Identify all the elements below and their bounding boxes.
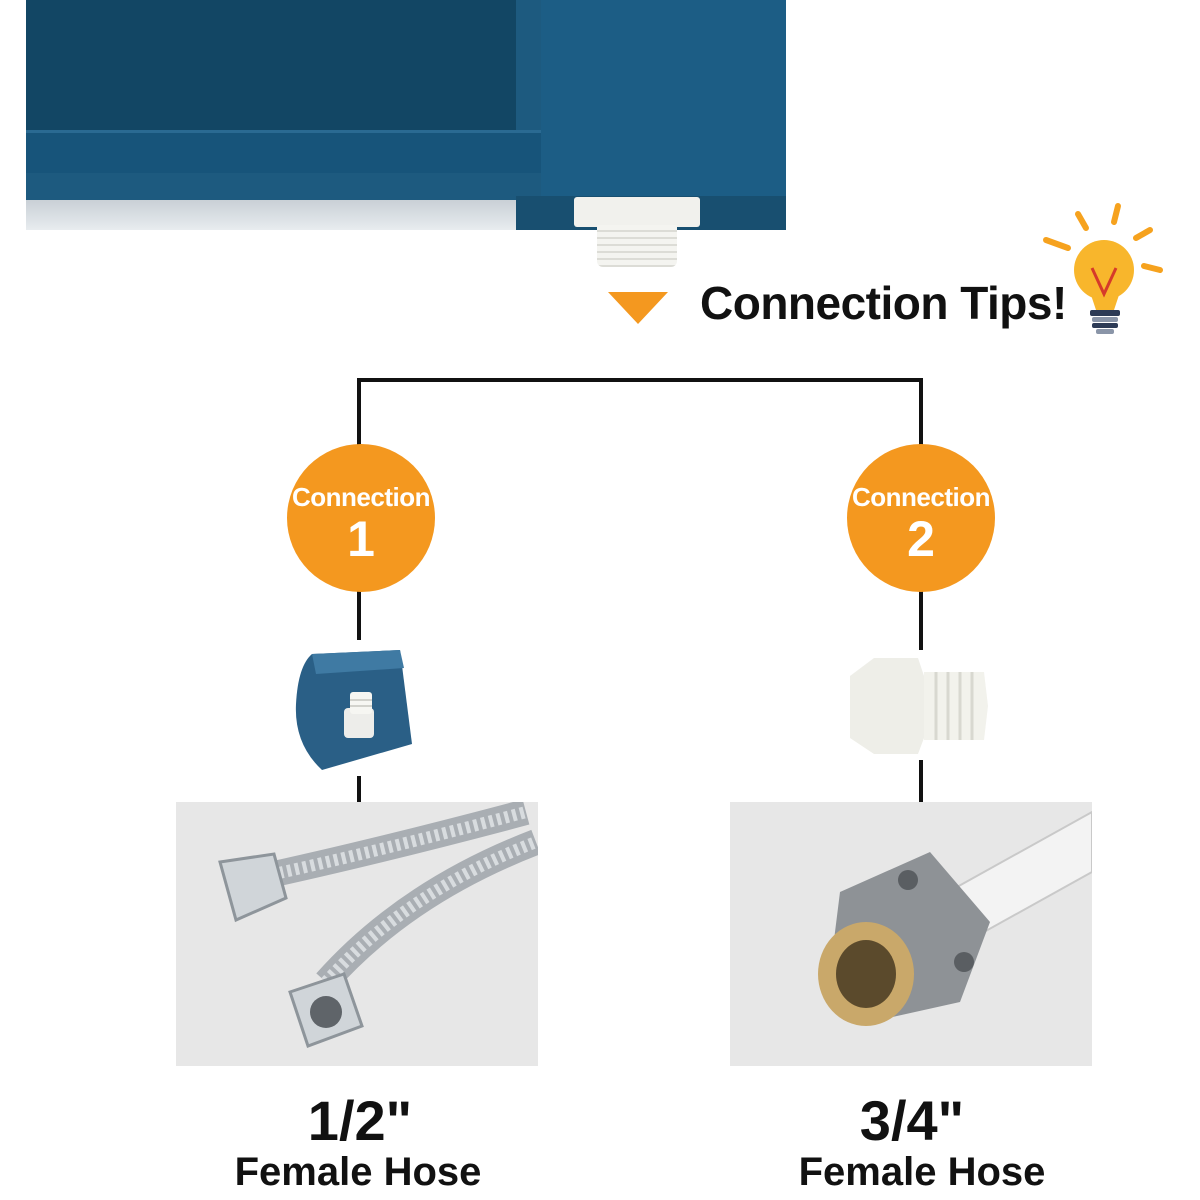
appliance-bottom-image bbox=[26, 0, 786, 232]
connection-2-badge: Connection 2 bbox=[847, 444, 995, 592]
braided-hose-photo bbox=[176, 799, 541, 1066]
connection-tips-title: Connection Tips! bbox=[700, 277, 1067, 329]
nozzle-closeup-image bbox=[295, 650, 412, 770]
drain-fitting-image bbox=[574, 197, 700, 227]
connection-2-hose-type: Female Hose bbox=[798, 1150, 1046, 1194]
garden-hose-photo bbox=[730, 802, 1093, 1066]
left-link-line-2 bbox=[357, 776, 361, 804]
connection-1-badge: Connection 1 bbox=[287, 444, 435, 592]
connection-1-size: 1/2" bbox=[307, 1089, 413, 1152]
arrow-down-icon bbox=[608, 292, 668, 324]
connection-1-hose-type: Female Hose bbox=[234, 1150, 482, 1194]
connection-2-size: 3/4" bbox=[859, 1089, 965, 1152]
connection-2-number: 2 bbox=[907, 511, 935, 567]
drain-nozzle-image bbox=[597, 225, 677, 267]
branch-line bbox=[357, 378, 923, 382]
left-link-line-1 bbox=[357, 590, 361, 640]
connection-1-number: 1 bbox=[347, 511, 375, 567]
adapter-fitting-image bbox=[850, 658, 988, 754]
right-drop-line bbox=[919, 378, 923, 448]
left-drop-line bbox=[357, 378, 361, 448]
right-link-line-1 bbox=[919, 590, 923, 650]
connection-2-label: Connection bbox=[852, 482, 991, 512]
connection-1-label: Connection bbox=[292, 482, 431, 512]
right-link-line-2 bbox=[919, 760, 923, 802]
lightbulb-icon bbox=[1043, 203, 1163, 334]
